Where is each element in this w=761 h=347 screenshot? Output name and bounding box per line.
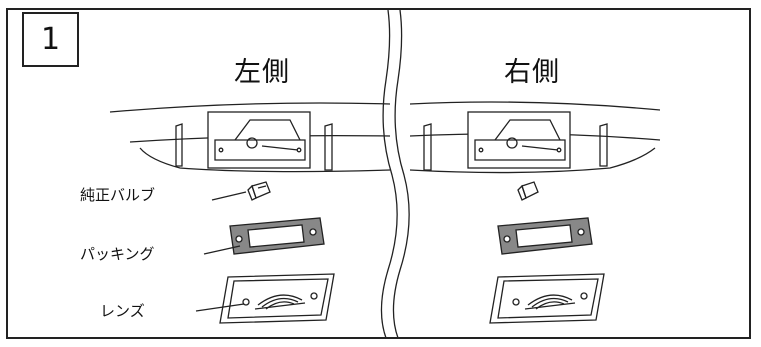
- bulb-leader-line: [211, 191, 247, 201]
- lens-leader-line: [195, 303, 245, 312]
- diagram-frame: [6, 8, 751, 339]
- left-side-title: 左側: [234, 57, 290, 88]
- break-line: [380, 9, 410, 339]
- right-side-title: 右側: [504, 57, 560, 88]
- packing-left: [229, 217, 325, 255]
- bulb-label: 純正バルブ: [80, 186, 156, 204]
- step-number: 1: [40, 22, 61, 57]
- packing-label: パッキング: [80, 245, 155, 263]
- packing-leader-line: [203, 245, 241, 255]
- step-number-box: 1: [22, 12, 79, 67]
- lens-right: [489, 273, 605, 324]
- bulb-left: [247, 181, 271, 201]
- bulb-right: [517, 181, 539, 201]
- bumper-left: [109, 102, 391, 173]
- packing-right: [497, 217, 593, 255]
- bumper-right: [409, 101, 661, 174]
- lens-left: [219, 273, 335, 324]
- lens-label: レンズ: [100, 302, 145, 320]
